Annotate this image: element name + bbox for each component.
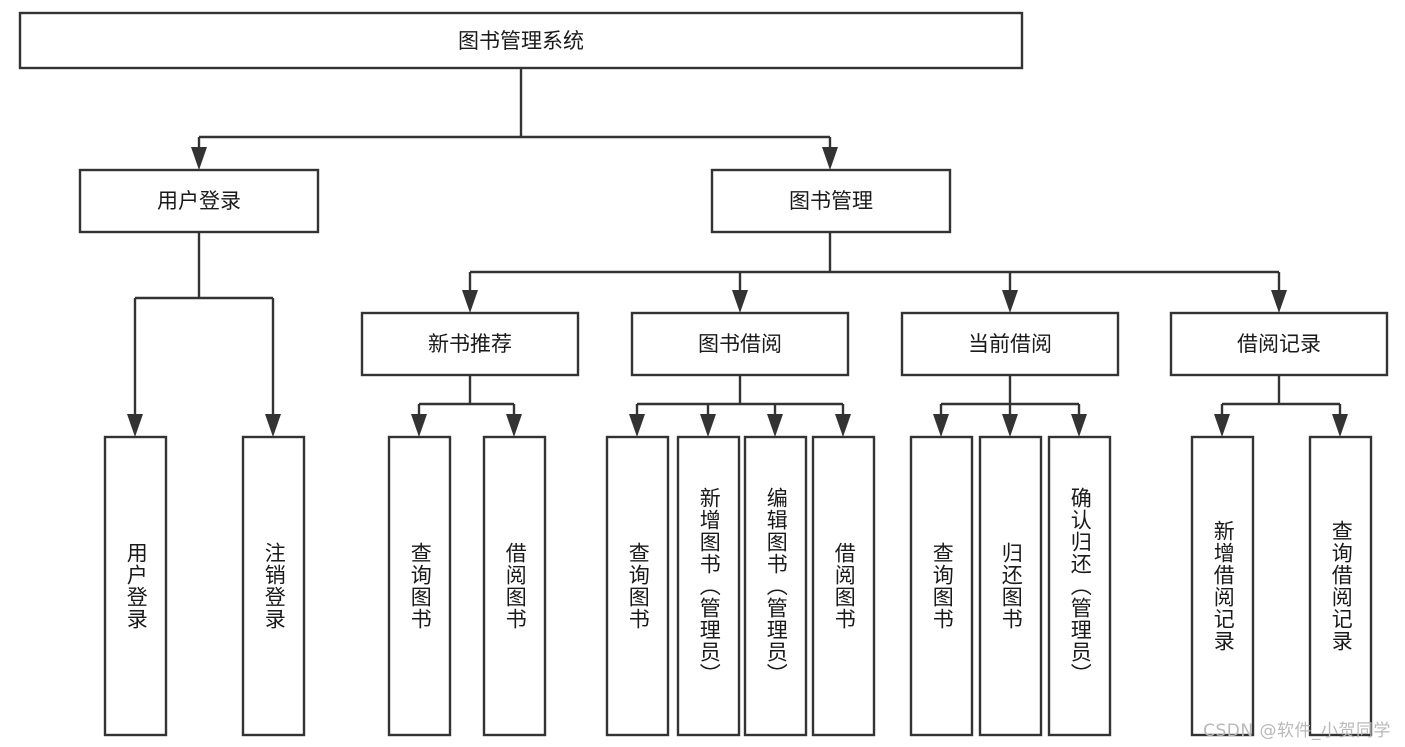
label-current-borrow: 当前借阅: [968, 332, 1052, 356]
leaf-new-book-0[interactable]: [387, 435, 452, 737]
label-book-management: 图书管理: [789, 189, 873, 213]
leaf-borrow-record-0[interactable]: [1190, 435, 1255, 737]
leaf-user-login-1[interactable]: [241, 435, 306, 737]
label-book-borrow: 图书借阅: [698, 332, 782, 356]
label-new-book-recommend: 新书推荐: [428, 332, 512, 356]
leaf-current-borrow-0[interactable]: [909, 435, 974, 737]
label-borrow-record: 借阅记录: [1237, 332, 1321, 356]
leaf-user-login-0[interactable]: [103, 435, 168, 737]
label-user-login: 用户登录: [157, 189, 241, 213]
connector-root-to-level2: [191, 68, 838, 170]
leaf-new-book-1[interactable]: [482, 435, 547, 737]
node-book-borrow[interactable]: [630, 311, 850, 377]
label-root: 图书管理系统: [458, 29, 584, 53]
connector-user-login-to-leaves: [127, 232, 281, 437]
connector-book-borrow-to-leaves: [629, 375, 851, 437]
leaf-book-borrow-0[interactable]: [605, 435, 670, 737]
leaf-book-borrow-3[interactable]: [811, 435, 876, 737]
leaf-current-borrow-1[interactable]: [978, 435, 1043, 737]
node-user-login[interactable]: [78, 168, 320, 234]
leaf-current-borrow-2[interactable]: [1047, 435, 1112, 737]
connector-current-borrow-to-leaves: [933, 375, 1087, 437]
leaf-borrow-record-1[interactable]: [1308, 435, 1373, 737]
connector-new-book-to-leaves: [411, 375, 522, 437]
leaf-book-borrow-2[interactable]: [743, 435, 808, 737]
node-borrow-record[interactable]: [1169, 311, 1389, 377]
connector-level2-to-level3: [462, 232, 1287, 313]
node-root[interactable]: [18, 11, 1024, 70]
node-current-borrow[interactable]: [900, 311, 1120, 377]
watermark-text: CSDN @软件_小贺同学: [1203, 721, 1391, 741]
leaf-book-borrow-1[interactable]: [676, 435, 741, 737]
connector-borrow-record-to-leaves: [1214, 375, 1348, 437]
node-new-book-recommend[interactable]: [360, 311, 580, 377]
node-book-management[interactable]: [710, 168, 952, 234]
